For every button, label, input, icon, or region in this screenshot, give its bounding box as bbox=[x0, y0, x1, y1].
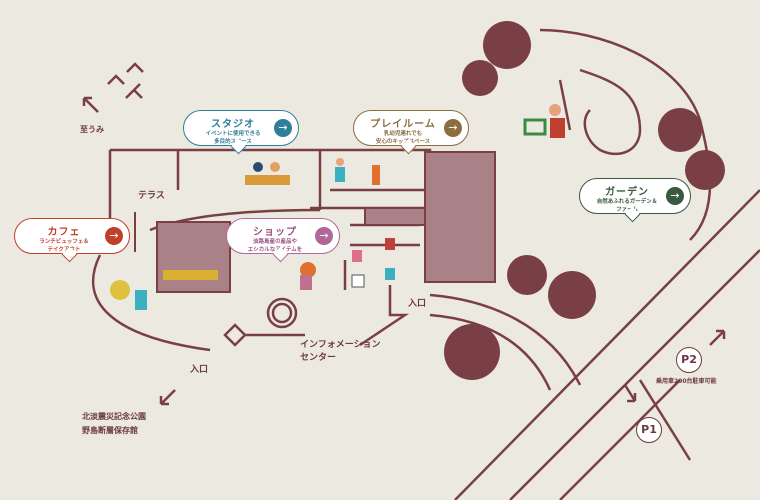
parking-p2-note: 乗用車200台駐車可能 bbox=[656, 378, 717, 385]
garden-desc1: 自然あふれるガーデン＆ bbox=[596, 199, 658, 205]
shop-desc1: 淡路島産の産品や bbox=[252, 239, 297, 245]
label-entrance-east: 入口 bbox=[408, 299, 427, 309]
arrow-p2-icon bbox=[709, 329, 726, 346]
shop-desc2: エシカルなアイテムを bbox=[247, 247, 303, 253]
label-info-center: インフォメーションセンター bbox=[300, 337, 381, 363]
playroom-desc1: 乳幼児連れでも bbox=[383, 131, 423, 137]
park-line1: 北淡震災記念公園 bbox=[82, 412, 146, 421]
cafe-desc1: ランチビュッフェ＆ bbox=[39, 239, 89, 245]
shop-title: ショップ bbox=[253, 227, 297, 238]
mountain-icon bbox=[107, 62, 144, 99]
arrow-park-icon bbox=[159, 389, 176, 406]
arrow-right-icon[interactable]: → bbox=[444, 119, 462, 137]
studio-title: スタジオ bbox=[211, 119, 255, 130]
label-park: 北淡震災記念公園野島断層保存館 bbox=[82, 410, 146, 438]
illustrations bbox=[110, 104, 565, 310]
parking-p2[interactable]: P2 bbox=[676, 347, 702, 373]
garden-title: ガーデン bbox=[605, 187, 649, 198]
arrow-right-icon[interactable]: → bbox=[315, 227, 333, 245]
shop-bubble[interactable]: ショップ 淡路島産の産品や エシカルなアイテムを → bbox=[226, 218, 340, 254]
cafe-title: カフェ bbox=[47, 227, 81, 238]
playroom-desc2: 安心のキッズスペース bbox=[375, 139, 431, 145]
parking-p1[interactable]: P1 bbox=[636, 417, 662, 443]
arrow-p1-icon bbox=[623, 384, 637, 403]
label-sea: 至うみ bbox=[80, 125, 104, 134]
arrow-right-icon[interactable]: → bbox=[105, 227, 123, 245]
studio-desc2: 多目的スペース bbox=[214, 139, 252, 145]
arrow-sea-icon bbox=[82, 96, 99, 113]
garden-bubble[interactable]: ガーデン 自然あふれるガーデン＆ ファーム → bbox=[579, 178, 691, 214]
studio-desc1: イベントに使用できる bbox=[205, 131, 261, 137]
playroom-title: プレイルーム bbox=[370, 119, 436, 130]
arrow-right-icon[interactable]: → bbox=[666, 187, 684, 205]
playroom-bubble[interactable]: プレイルーム 乳幼児連れでも 安心のキッズスペース → bbox=[353, 110, 469, 146]
cafe-bubble[interactable]: カフェ ランチビュッフェ＆ テイクアウト → bbox=[14, 218, 130, 254]
cafe-desc2: テイクアウト bbox=[47, 247, 81, 253]
label-terrace: テラス bbox=[138, 191, 165, 201]
label-entrance-west: 入口 bbox=[190, 365, 209, 375]
studio-bubble[interactable]: スタジオ イベントに使用できる 多目的スペース → bbox=[183, 110, 299, 146]
garden-desc2: ファーム bbox=[616, 207, 638, 213]
park-line2: 野島断層保存館 bbox=[82, 426, 138, 435]
arrow-right-icon[interactable]: → bbox=[274, 119, 292, 137]
trees bbox=[444, 21, 725, 380]
info-line2: センター bbox=[300, 353, 337, 363]
info-line1: インフォメーション bbox=[300, 340, 381, 350]
